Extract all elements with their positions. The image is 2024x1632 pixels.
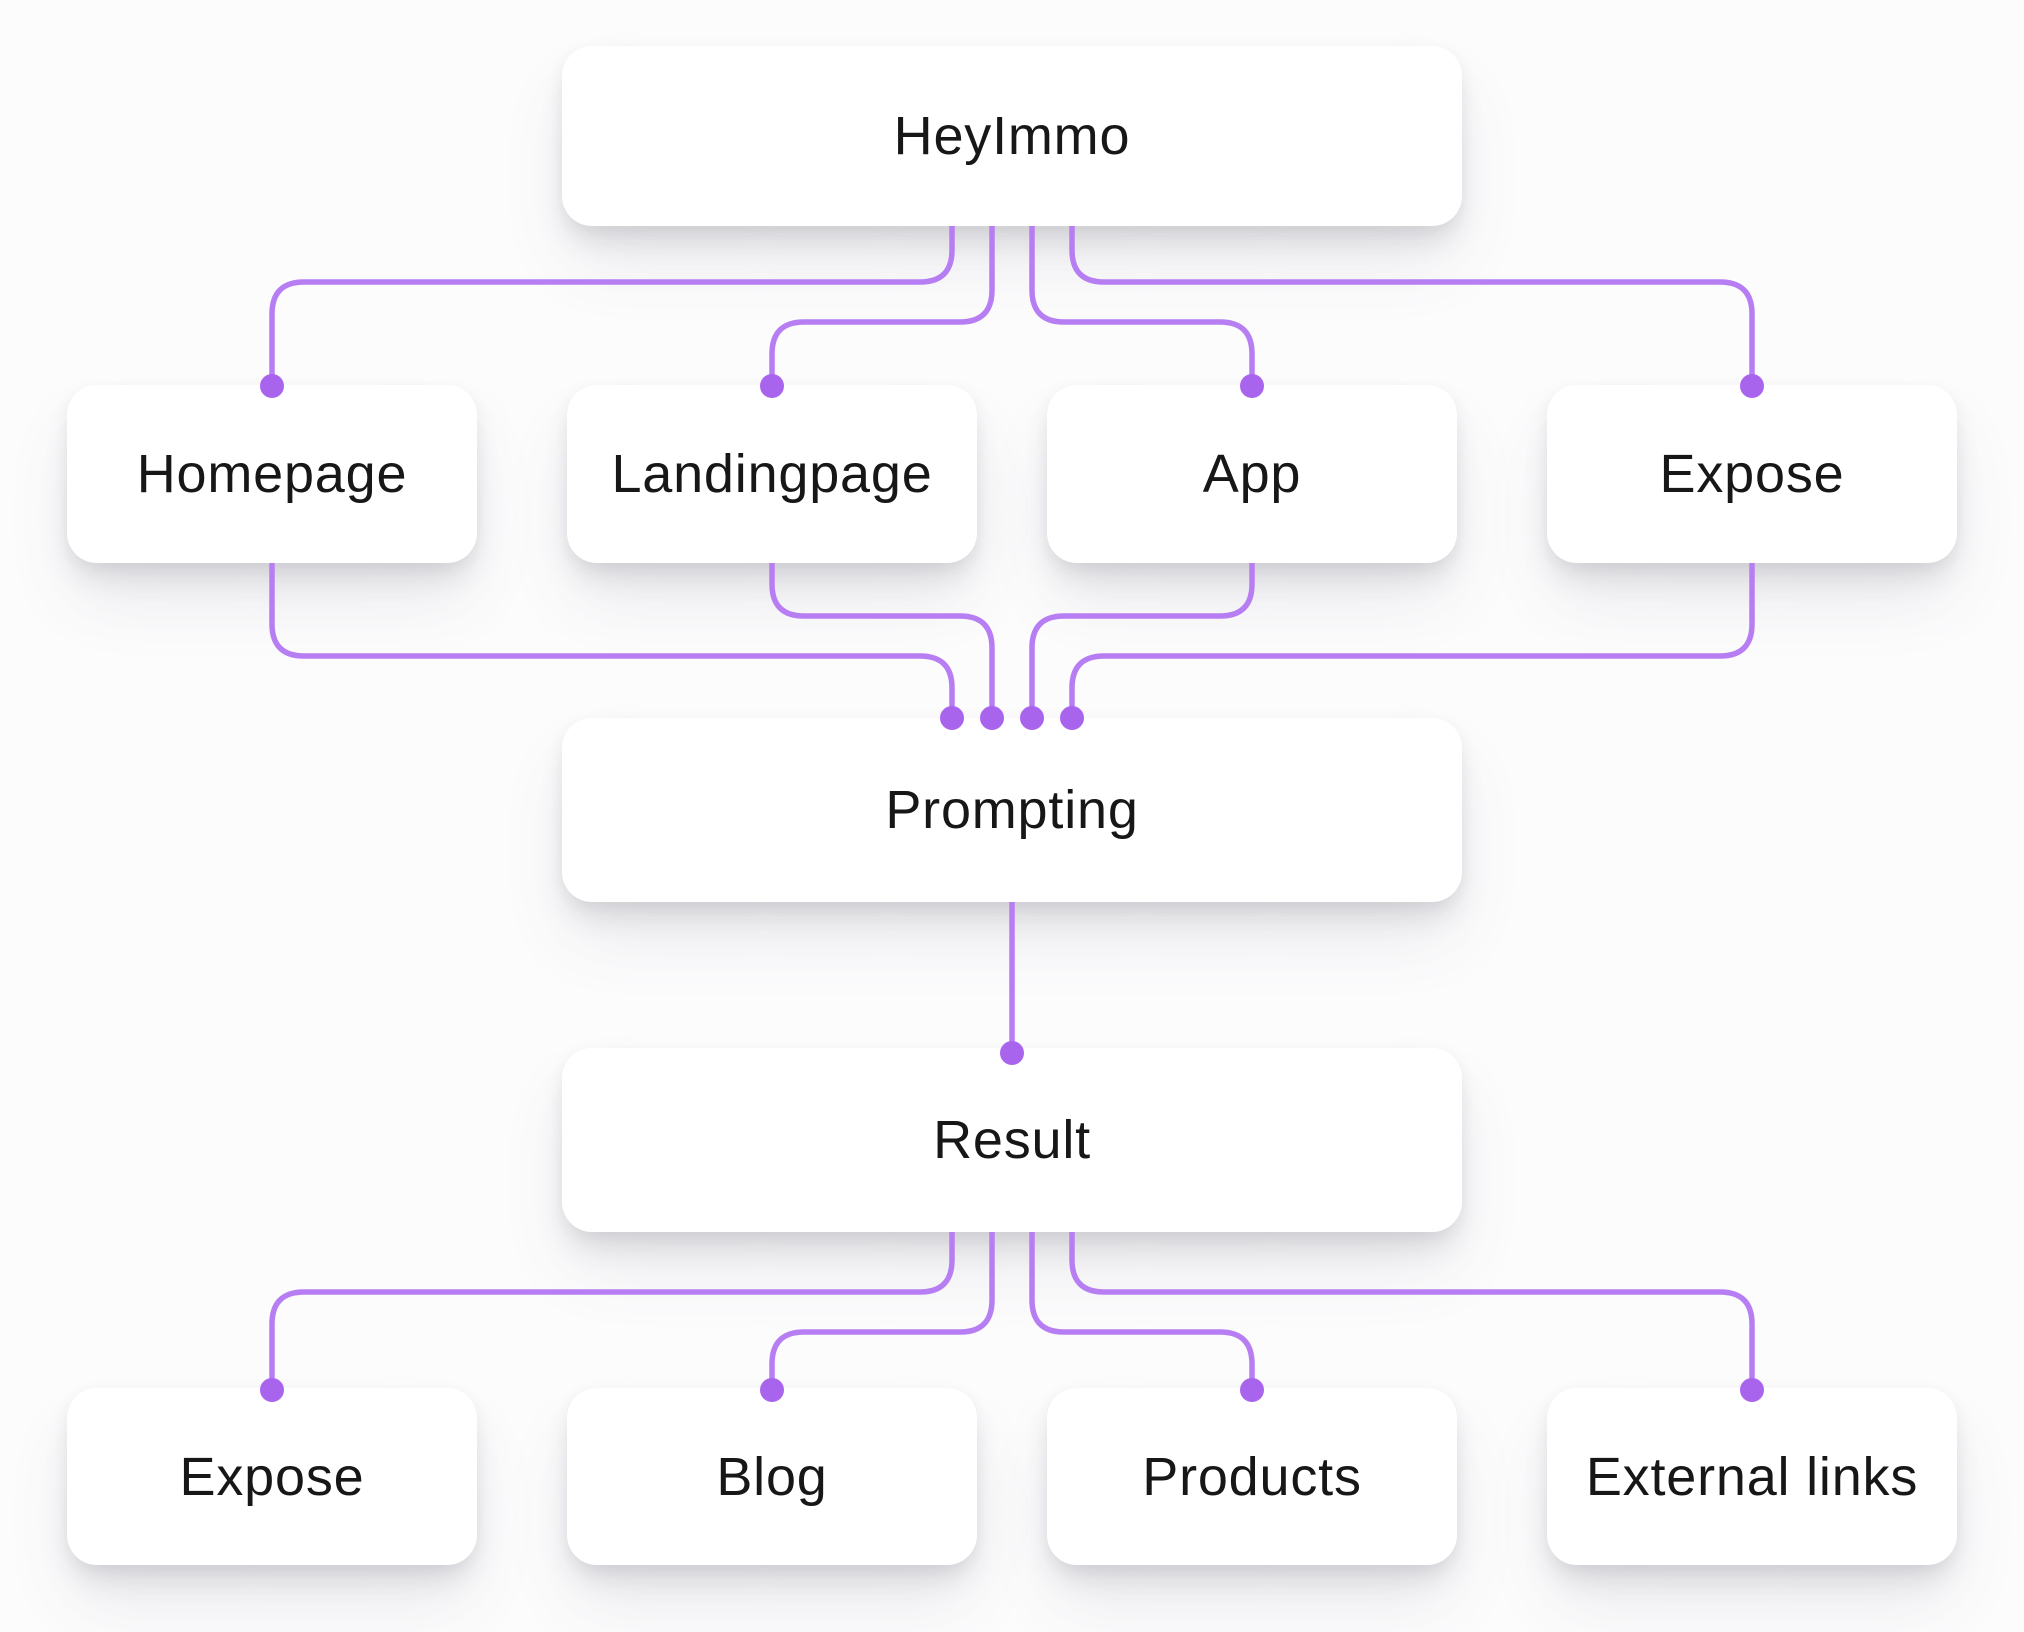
node-label: Result — [933, 1110, 1091, 1170]
node-label: Blog — [716, 1446, 828, 1507]
connector-result-external-links — [1069, 1232, 1755, 1380]
node-products[interactable]: Products — [1047, 1388, 1457, 1565]
node-label: HeyImmo — [893, 106, 1131, 166]
node-heyimmo[interactable]: HeyImmo — [562, 46, 1462, 226]
node-expose-top[interactable]: Expose — [1547, 385, 1957, 563]
node-result[interactable]: Result — [562, 1048, 1462, 1232]
connector-result-products — [1029, 1232, 1255, 1380]
node-label: App — [1202, 444, 1302, 504]
node-label: External links — [1585, 1446, 1919, 1507]
node-label: Prompting — [885, 780, 1139, 840]
node-homepage[interactable]: Homepage — [67, 385, 477, 563]
node-prompting[interactable]: Prompting — [562, 718, 1462, 902]
node-expose-bottom[interactable]: Expose — [67, 1388, 477, 1565]
connector-app-prompting — [1029, 563, 1255, 708]
connector-heyimmo-expose — [1069, 226, 1755, 376]
node-label: Homepage — [136, 444, 408, 504]
node-app[interactable]: App — [1047, 385, 1457, 563]
node-label: Landingpage — [611, 444, 933, 504]
connector-landingpage-prompting — [769, 563, 995, 708]
node-label: Products — [1142, 1446, 1362, 1507]
node-external-links[interactable]: External links — [1547, 1388, 1957, 1565]
connector-heyimmo-landingpage — [769, 226, 995, 376]
connector-heyimmo-app — [1029, 226, 1255, 376]
node-label: Expose — [179, 1446, 365, 1507]
connector-expose-prompting — [1069, 563, 1755, 708]
connector-heyimmo-homepage — [269, 226, 955, 376]
node-blog[interactable]: Blog — [567, 1388, 977, 1565]
node-label: Expose — [1659, 444, 1845, 504]
node-landingpage[interactable]: Landingpage — [567, 385, 977, 563]
connector-homepage-prompting — [269, 563, 955, 708]
connector-result-blog — [769, 1232, 995, 1380]
connector-result-expose — [269, 1232, 955, 1380]
